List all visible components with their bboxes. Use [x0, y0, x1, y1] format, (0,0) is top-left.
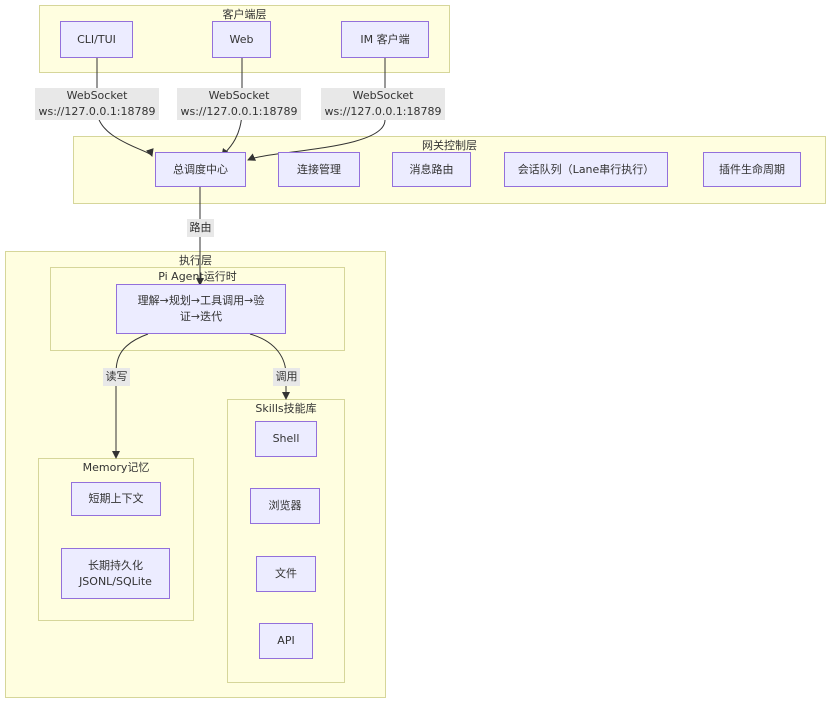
- gateway-layer-title: 网关控制层: [422, 139, 477, 152]
- websocket-label-3: WebSocket ws://127.0.0.1:18789: [321, 88, 445, 120]
- invoke-edge-label-text: 调用: [275, 370, 298, 383]
- cli-tui-node[interactable]: CLI/TUI: [60, 21, 133, 58]
- file-skill-node[interactable]: 文件: [256, 556, 316, 592]
- agent-loop-line1: 理解→规划→工具调用→验: [137, 294, 265, 307]
- invoke-edge-label: 调用: [273, 368, 300, 386]
- api-skill-node[interactable]: API: [259, 623, 313, 659]
- client-layer-title: 客户端层: [222, 8, 267, 21]
- edge-loop-to-memory: [112, 333, 149, 459]
- websocket-label-3-line1: WebSocket: [352, 89, 414, 102]
- skills-title: Skills技能库: [255, 402, 317, 415]
- agent-runtime-title: Pi Agent运行时: [158, 270, 237, 283]
- long-term-persistence-line1: 长期持久化: [88, 558, 143, 572]
- execution-layer-title: 执行层: [179, 254, 212, 267]
- read-write-edge-label: 读写: [103, 368, 130, 386]
- connection-management-label: 连接管理: [297, 162, 341, 176]
- websocket-label-1: WebSocket ws://127.0.0.1:18789: [35, 88, 159, 120]
- websocket-label-3-line2: ws://127.0.0.1:18789: [324, 105, 442, 118]
- edge-loop-to-skills: [249, 333, 290, 400]
- connection-management-node[interactable]: 连接管理: [278, 152, 360, 187]
- websocket-label-1-line1: WebSocket: [66, 89, 128, 102]
- message-routing-label: 消息路由: [409, 162, 454, 176]
- agent-loop-node[interactable]: 理解→规划→工具调用→验 证→迭代: [116, 284, 286, 334]
- long-term-persistence-node[interactable]: 长期持久化 JSONL/SQLite: [61, 548, 170, 599]
- web-node[interactable]: Web: [212, 21, 271, 58]
- shell-skill-label: Shell: [272, 432, 300, 445]
- memory-title: Memory记忆: [82, 461, 150, 474]
- routing-edge-label: 路由: [187, 219, 214, 237]
- long-term-persistence-line2: JSONL/SQLite: [79, 574, 152, 588]
- shell-skill-node[interactable]: Shell: [255, 421, 317, 457]
- api-skill-label: API: [277, 634, 295, 647]
- web-label: Web: [229, 32, 254, 46]
- websocket-label-1-line2: ws://127.0.0.1:18789: [38, 105, 156, 118]
- browser-skill-label: 浏览器: [268, 499, 302, 512]
- browser-skill-node[interactable]: 浏览器: [250, 488, 320, 524]
- plugin-lifecycle-label: 插件生命周期: [719, 162, 785, 176]
- read-write-edge-label-text: 读写: [105, 370, 128, 383]
- im-client-label: IM 客户端: [360, 32, 410, 46]
- plugin-lifecycle-node[interactable]: 插件生命周期: [703, 152, 801, 187]
- dispatch-center-label: 总调度中心: [173, 162, 228, 176]
- im-client-node[interactable]: IM 客户端: [341, 21, 429, 58]
- session-queue-label: 会话队列（Lane串行执行）: [517, 162, 655, 176]
- cli-tui-label: CLI/TUI: [77, 32, 116, 46]
- message-routing-node[interactable]: 消息路由: [392, 152, 471, 187]
- websocket-label-2: WebSocket ws://127.0.0.1:18789: [177, 88, 301, 120]
- file-skill-label: 文件: [275, 567, 297, 580]
- short-term-context-label: 短期上下文: [88, 492, 144, 505]
- dispatch-center-node[interactable]: 总调度中心: [155, 152, 246, 187]
- routing-edge-label-text: 路由: [189, 221, 212, 234]
- session-queue-node[interactable]: 会话队列（Lane串行执行）: [504, 152, 668, 187]
- short-term-context-node[interactable]: 短期上下文: [71, 482, 161, 516]
- agent-loop-line2: 证→迭代: [179, 310, 223, 323]
- websocket-label-2-line1: WebSocket: [208, 89, 270, 102]
- websocket-label-2-line2: ws://127.0.0.1:18789: [180, 105, 298, 118]
- edge-im-to-hub: [247, 58, 386, 161]
